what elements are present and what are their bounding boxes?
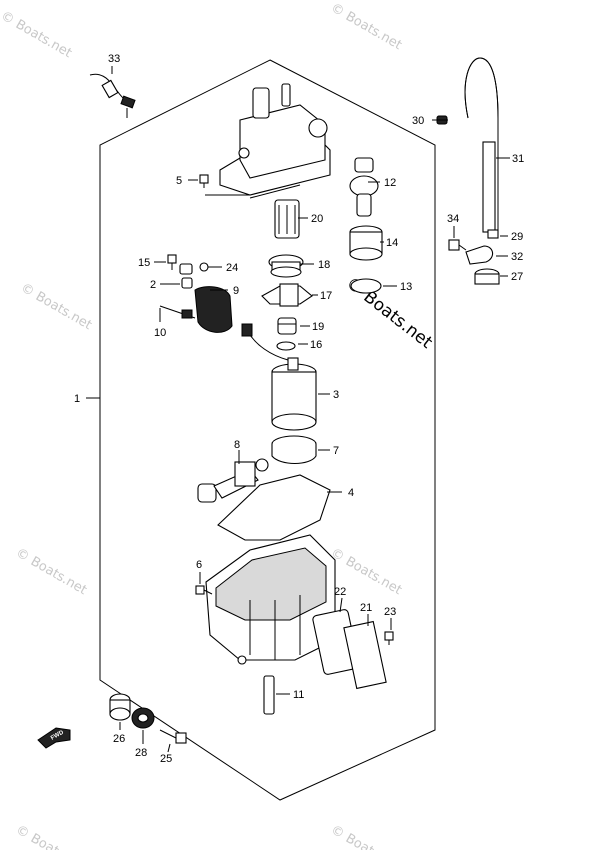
part-33-wire-harness — [89, 73, 136, 118]
callout-28: 28 — [135, 747, 147, 759]
part-5-screw — [199, 174, 209, 188]
part-24-screw — [199, 262, 209, 272]
watermark-bottom-left: © Boats.net — [13, 822, 89, 850]
pump-connector — [241, 323, 253, 337]
callout-14: 14 — [386, 237, 398, 249]
callout-29: 29 — [511, 231, 523, 243]
part-7-clip — [271, 435, 317, 465]
callout-30: 30 — [412, 115, 424, 127]
callout-21: 21 — [360, 602, 372, 614]
callout-8: 8 — [234, 439, 240, 451]
callout-7: 7 — [333, 445, 339, 457]
watermark-left-mid: © Boats.net — [18, 280, 94, 333]
callout-32: 32 — [511, 251, 523, 263]
callout-9: 9 — [233, 285, 239, 297]
part-23-screw — [384, 631, 394, 645]
part-15-screw — [167, 254, 177, 270]
callout-20: 20 — [311, 213, 323, 225]
part-28-grommet — [131, 707, 155, 729]
callout-24: 24 — [226, 262, 238, 274]
part-20-filter — [274, 199, 300, 239]
part-1-chamber — [205, 534, 336, 665]
callout-33: 33 — [108, 53, 120, 65]
callout-16: 16 — [310, 339, 322, 351]
part-21-cover — [343, 620, 387, 690]
part-19-grommet — [277, 317, 297, 335]
part-8-float — [197, 458, 269, 503]
callout-2: 2 — [150, 279, 156, 291]
part-12-pump-head — [205, 83, 331, 199]
part-27-grommet — [474, 268, 500, 285]
fwd-arrow: FWD — [37, 727, 71, 749]
part-12-regulator — [349, 157, 379, 217]
part-3-fuel-pump — [271, 357, 317, 431]
callout-22: 22 — [334, 586, 346, 598]
callout-12: 12 — [384, 177, 396, 189]
part-9-cover — [194, 286, 233, 333]
part-29-fitting — [487, 229, 499, 239]
part-18-seat — [268, 254, 304, 278]
part-25-bolt — [159, 729, 187, 744]
callout-10: 10 — [154, 327, 166, 339]
watermark-bottom-center: © Boats.net — [328, 822, 404, 850]
callout-27: 27 — [511, 271, 523, 283]
part-16-ring — [276, 341, 296, 351]
callout-25: 25 — [160, 753, 172, 765]
callout-34: 34 — [447, 213, 459, 225]
watermark-left-low: © Boats.net — [13, 545, 89, 598]
callout-6: 6 — [196, 559, 202, 571]
callout-11: 11 — [293, 689, 304, 701]
callout-1: 1 — [74, 393, 80, 405]
callout-3: 3 — [333, 389, 339, 401]
watermarks: © Boats.net © Boats.net © Boats.net © Bo… — [0, 0, 436, 850]
callout-17: 17 — [320, 290, 332, 302]
callout-13: 13 — [400, 281, 412, 293]
callout-26: 26 — [113, 733, 125, 745]
part-4-gasket — [217, 474, 331, 541]
callout-19: 19 — [312, 321, 324, 333]
part-11-tube — [263, 675, 275, 715]
part-26-bushing — [109, 693, 131, 721]
callout-23: 23 — [384, 606, 396, 618]
watermark-top-center: © Boats.net — [328, 0, 404, 53]
assembly-outline — [99, 59, 436, 801]
callout-31: 31 — [512, 153, 524, 165]
callout-15: 15 — [138, 257, 150, 269]
part-32-clamp — [465, 245, 494, 265]
part-34-bolt — [448, 239, 467, 251]
part-6-bolt — [195, 585, 213, 595]
callouts: 33 5 12 20 14 18 17 19 16 13 3 7 4 8 9 2… — [74, 53, 524, 765]
part-17-bracket — [261, 283, 313, 307]
part-2-sensor — [179, 263, 193, 289]
part-31-hose-sleeve — [482, 141, 496, 233]
watermark-top-left: © Boats.net — [0, 8, 74, 61]
callout-18: 18 — [318, 259, 330, 271]
part-10-wire — [159, 305, 196, 319]
callout-4: 4 — [348, 487, 354, 499]
part-13-o-ring — [350, 278, 382, 294]
callout-5: 5 — [176, 175, 182, 187]
leader-lines — [86, 66, 510, 753]
part-14-cap — [349, 225, 383, 261]
